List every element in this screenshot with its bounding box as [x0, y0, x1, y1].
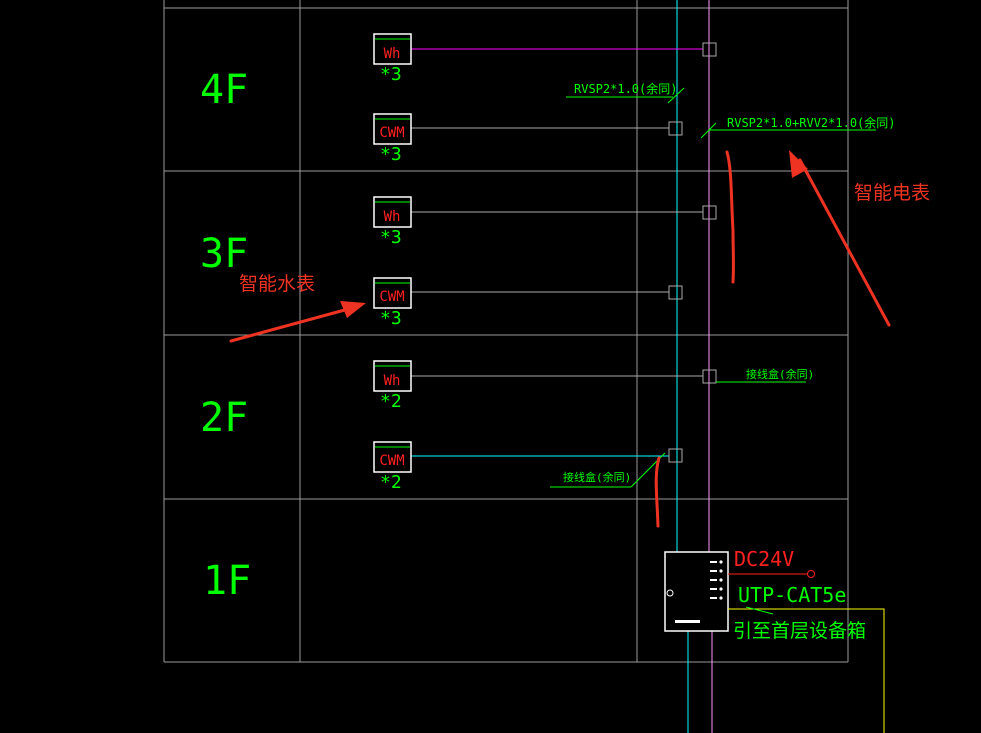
meter-count: *3 [380, 308, 402, 329]
junction-box-note: 接线盒(余同) [746, 367, 814, 381]
meter-count: *2 [380, 472, 402, 493]
utp-cable [728, 608, 885, 733]
ground-icon [666, 589, 674, 597]
water-cable-spec: RVSP2*1.0(余同) [574, 81, 677, 96]
floor-label-2f: 2F [200, 395, 248, 441]
meter-label: CWM [379, 289, 404, 305]
meter-count: *3 [380, 144, 402, 165]
to-equipment-box-label: 引至首层设备箱 [733, 620, 866, 642]
equipment-box-ports [675, 560, 723, 623]
markup-strokes [229, 150, 891, 528]
junction-boxes [668, 42, 717, 463]
floor-label-4f: 4F [200, 67, 248, 113]
meter-count: *3 [380, 64, 402, 85]
meter-label: CWM [379, 453, 404, 469]
dc-voltage-label: DC24V [734, 547, 794, 571]
smart-water-meter-callout: 智能水表 [239, 273, 315, 295]
meter-count: *2 [380, 391, 402, 412]
floor-grid [163, 0, 849, 663]
meter-label: CWM [379, 125, 404, 141]
dc-terminal-icon [807, 570, 815, 578]
utp-label: UTP-CAT5e [738, 583, 846, 607]
leader-lines [550, 87, 876, 488]
meter-label: Wh [384, 209, 401, 225]
meter-boxes [373, 33, 412, 473]
meter-label: Wh [384, 373, 401, 389]
floor-label-3f: 3F [200, 231, 248, 277]
arrowhead-icon [340, 301, 366, 318]
floor-labels: 4F 3F 2F 1F [200, 67, 251, 604]
smart-meter-callout: 智能电表 [854, 182, 930, 204]
arrowhead-icon [789, 150, 808, 178]
meter-label: Wh [384, 46, 401, 62]
equipment-box[interactable] [664, 551, 729, 632]
power-cable-spec: RVSP2*1.0+RVV2*1.0(余同) [727, 115, 896, 130]
utp-leader [745, 606, 774, 615]
floor-label-1f: 1F [203, 558, 251, 604]
junction-box-note: 接线盒(余同) [563, 470, 631, 484]
meter-box-bars [375, 38, 410, 448]
meter-count: *3 [380, 227, 402, 248]
